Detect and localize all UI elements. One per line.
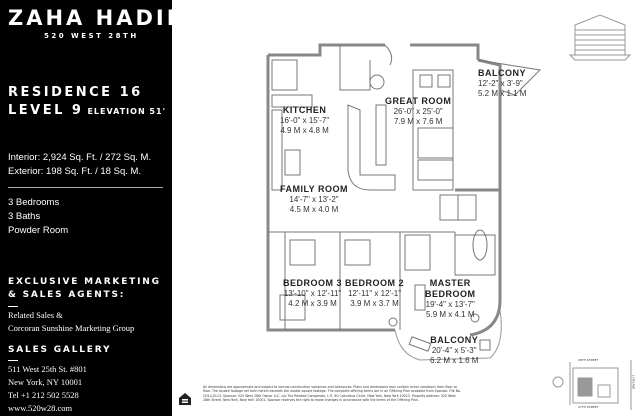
agent-line-1: Related Sales & — [8, 310, 63, 320]
baths-count: 3 Baths — [8, 211, 41, 222]
room-dims: 19'-4" x 13'-7" — [425, 300, 475, 309]
elevation: ELEVATION 51' — [87, 107, 167, 116]
marketing-heading: EXCLUSIVE MARKETING — [8, 277, 161, 287]
marketing-heading-2: & SALES AGENTS: — [8, 290, 126, 300]
room-dims-metric: 3.9 M x 3.7 M — [350, 299, 399, 308]
dash — [8, 360, 18, 361]
room-dims: 26'-0" x 25'-0" — [393, 107, 443, 116]
room-dims-metric: 6.2 M x 1.6 M — [430, 356, 479, 365]
site-street-east: 11TH AVE — [631, 374, 636, 390]
room-name: BEDROOM 2 — [345, 278, 405, 288]
interior-area: Interior: 2,924 Sq. Ft. / 272 Sq. M. — [8, 152, 152, 163]
room-dims: 12'-11" x 12'-1" — [347, 289, 402, 298]
powder-room: Powder Room — [8, 225, 69, 236]
site-street-north: 28TH STREET — [578, 358, 599, 362]
brand-name: ZAHA HADID — [8, 6, 188, 30]
exterior-area: Exterior: 198 Sq. Ft. / 18 Sq. M. — [8, 166, 142, 177]
room-dims-metric: 4.2 M x 3.9 M — [288, 299, 337, 308]
legal-disclaimer: All dimensions are approximate and subje… — [203, 385, 461, 402]
room-name: KITCHEN — [282, 105, 327, 115]
gallery-city: New York, NY 10001 — [8, 377, 83, 387]
divider — [8, 187, 163, 188]
room-dims-metric: 5.9 M x 4.1 M — [426, 310, 475, 319]
info-sidebar: ZAHA HADID 520 WEST 28TH RESIDENCE 16 LE… — [0, 0, 184, 416]
site-street-south: 27TH STREET — [578, 405, 599, 409]
room-dims-metric: 7.9 M x 7.6 M — [393, 117, 443, 126]
equal-housing-icon — [179, 393, 191, 405]
gallery-phone[interactable]: Tel +1 212 502 5528 — [8, 390, 79, 400]
room-name: BALCONY — [430, 335, 479, 345]
room-name: BEDROOM 3 — [283, 278, 343, 288]
dash — [8, 306, 18, 307]
room-dims: 14'-7" x 13'-2" — [289, 195, 339, 204]
agent-line-2: Corcoran Sunshine Marketing Group — [8, 323, 135, 333]
room-dims-metric: 4.9 M x 4.8 M — [280, 126, 329, 135]
room-name: FAMILY ROOM — [280, 184, 349, 194]
building-address: 520 WEST 28TH — [44, 32, 139, 40]
room-dims: 20'-4" x 5'-3" — [431, 346, 477, 355]
room-dims: 13'-10" x 12'-11" — [283, 289, 342, 298]
gallery-website[interactable]: www.520w28.com — [8, 403, 73, 413]
room-name-2: BEDROOM — [425, 289, 476, 299]
residence-title: RESIDENCE 16 — [8, 85, 143, 100]
room-name: GREAT ROOM — [385, 96, 452, 106]
room-name: MASTER — [429, 278, 471, 288]
level: LEVEL 9 — [8, 103, 84, 118]
bedrooms-count: 3 Bedrooms — [8, 197, 60, 208]
room-name: BALCONY — [478, 68, 526, 78]
room-dims: 12'-2" x 3'-9" — [478, 79, 523, 88]
room-dims: 16'-0" x 15'-7" — [280, 116, 330, 125]
gallery-heading: SALES GALLERY — [8, 345, 112, 355]
gallery-address: 511 West 25th St. #801 — [8, 364, 87, 374]
room-dims-metric: 5.2 M x 1.1 M — [478, 89, 527, 98]
room-dims-metric: 4.5 M x 4.0 M — [289, 205, 339, 214]
